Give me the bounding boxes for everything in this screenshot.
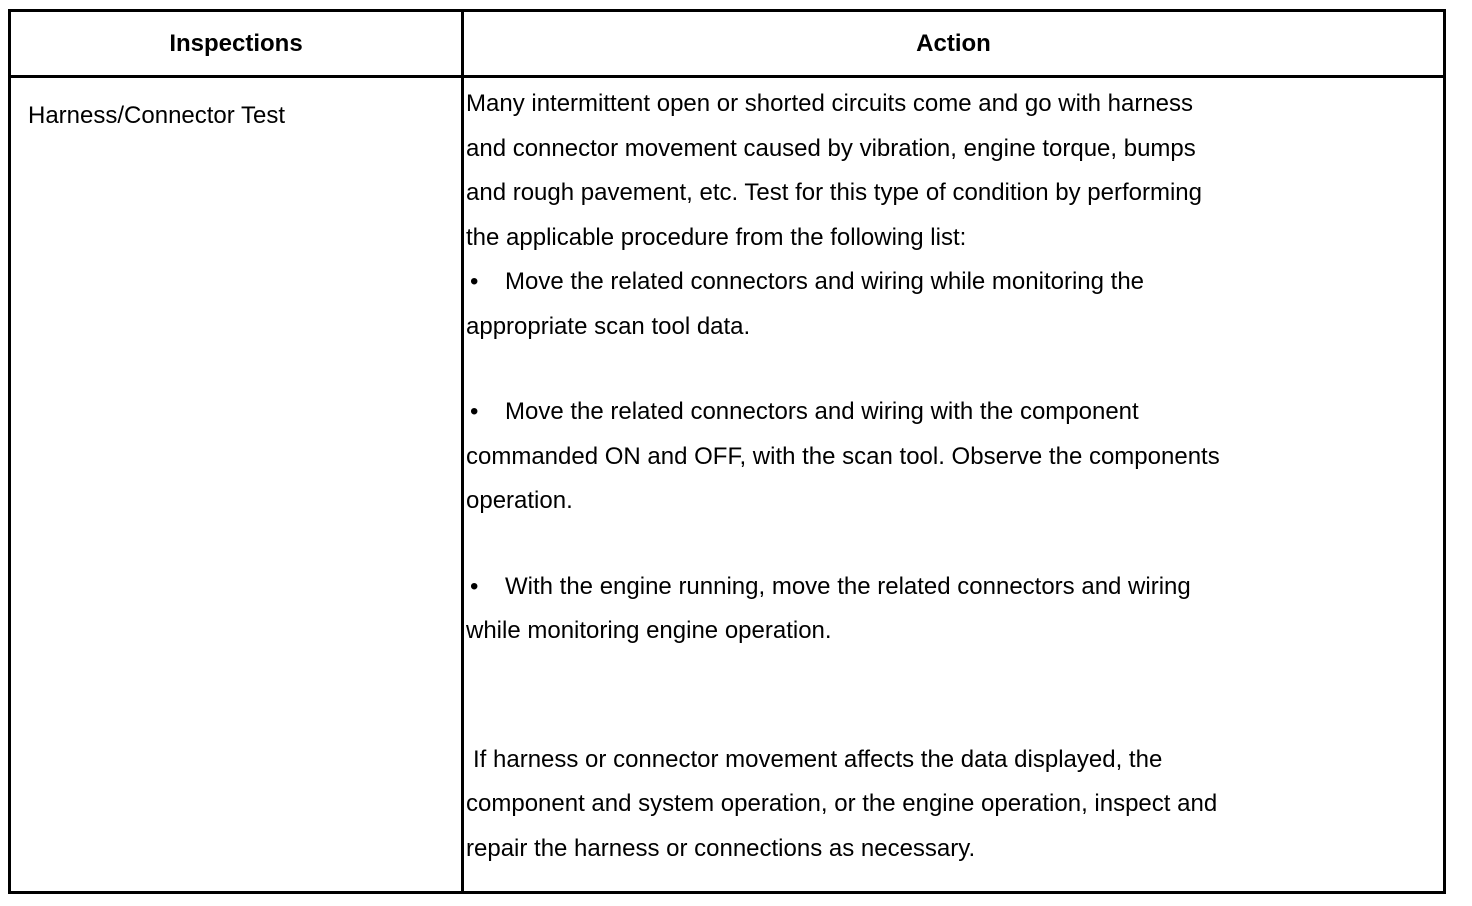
- bullet-marker: •: [470, 572, 479, 600]
- bullet-continuation: while monitoring engine operation.: [466, 617, 832, 644]
- bullet-item: • Move the related connectors and wiring …: [466, 260, 1426, 349]
- bullet-item: • With the engine running, move the relat…: [466, 565, 1426, 654]
- header-divider: [11, 75, 1443, 78]
- bullet-marker: •: [470, 398, 479, 425]
- intro-line: Many intermittent open or shorted circui…: [466, 90, 1194, 117]
- bullet-continuation: appropriate scan tool data.: [466, 312, 751, 340]
- closing-paragraph: If harness or connector movement affects…: [466, 738, 1426, 872]
- inspection-table: Inspections Action Harness/Connector Tes…: [8, 9, 1446, 894]
- bullet-continuation: commanded ON and OFF, with the scan tool…: [466, 442, 1220, 470]
- intro-paragraph: Many intermittent open or shorted circui…: [466, 82, 1426, 260]
- intro-line: and rough pavement, etc. Test for this t…: [466, 179, 1202, 206]
- action-cell: Many intermittent open or shorted circui…: [466, 82, 1426, 871]
- bullet-marker: •: [470, 268, 479, 295]
- bullet-text: Move the related connectors and wiring w…: [505, 268, 1145, 295]
- header-inspections: Inspections: [169, 29, 303, 57]
- intro-line: and connector movement caused by vibrati…: [466, 134, 1196, 162]
- bullet-first-line: • With the engine running, move the relat…: [466, 565, 1426, 610]
- bullet-text: Move the related connectors and wiring w…: [505, 398, 1139, 425]
- bullet-text: With the engine running, move the relate…: [505, 572, 1191, 600]
- header-action: Action: [916, 29, 991, 57]
- column-divider: [461, 12, 464, 891]
- closing-line: repair the harness or connections as nec…: [466, 834, 976, 862]
- intro-line: the applicable procedure from the follow…: [466, 223, 967, 251]
- bullet-continuation: operation.: [466, 487, 573, 514]
- bullet-first-line: • Move the related connectors and wiring …: [466, 260, 1426, 305]
- inspection-name: Harness/Connector Test: [28, 102, 286, 129]
- closing-line: component and system operation, or the e…: [466, 790, 1218, 817]
- bullet-item: • Move the related connectors and wiring …: [466, 390, 1426, 524]
- closing-line: If harness or connector movement affects…: [473, 745, 1163, 773]
- bullet-first-line: • Move the related connectors and wiring …: [466, 390, 1426, 435]
